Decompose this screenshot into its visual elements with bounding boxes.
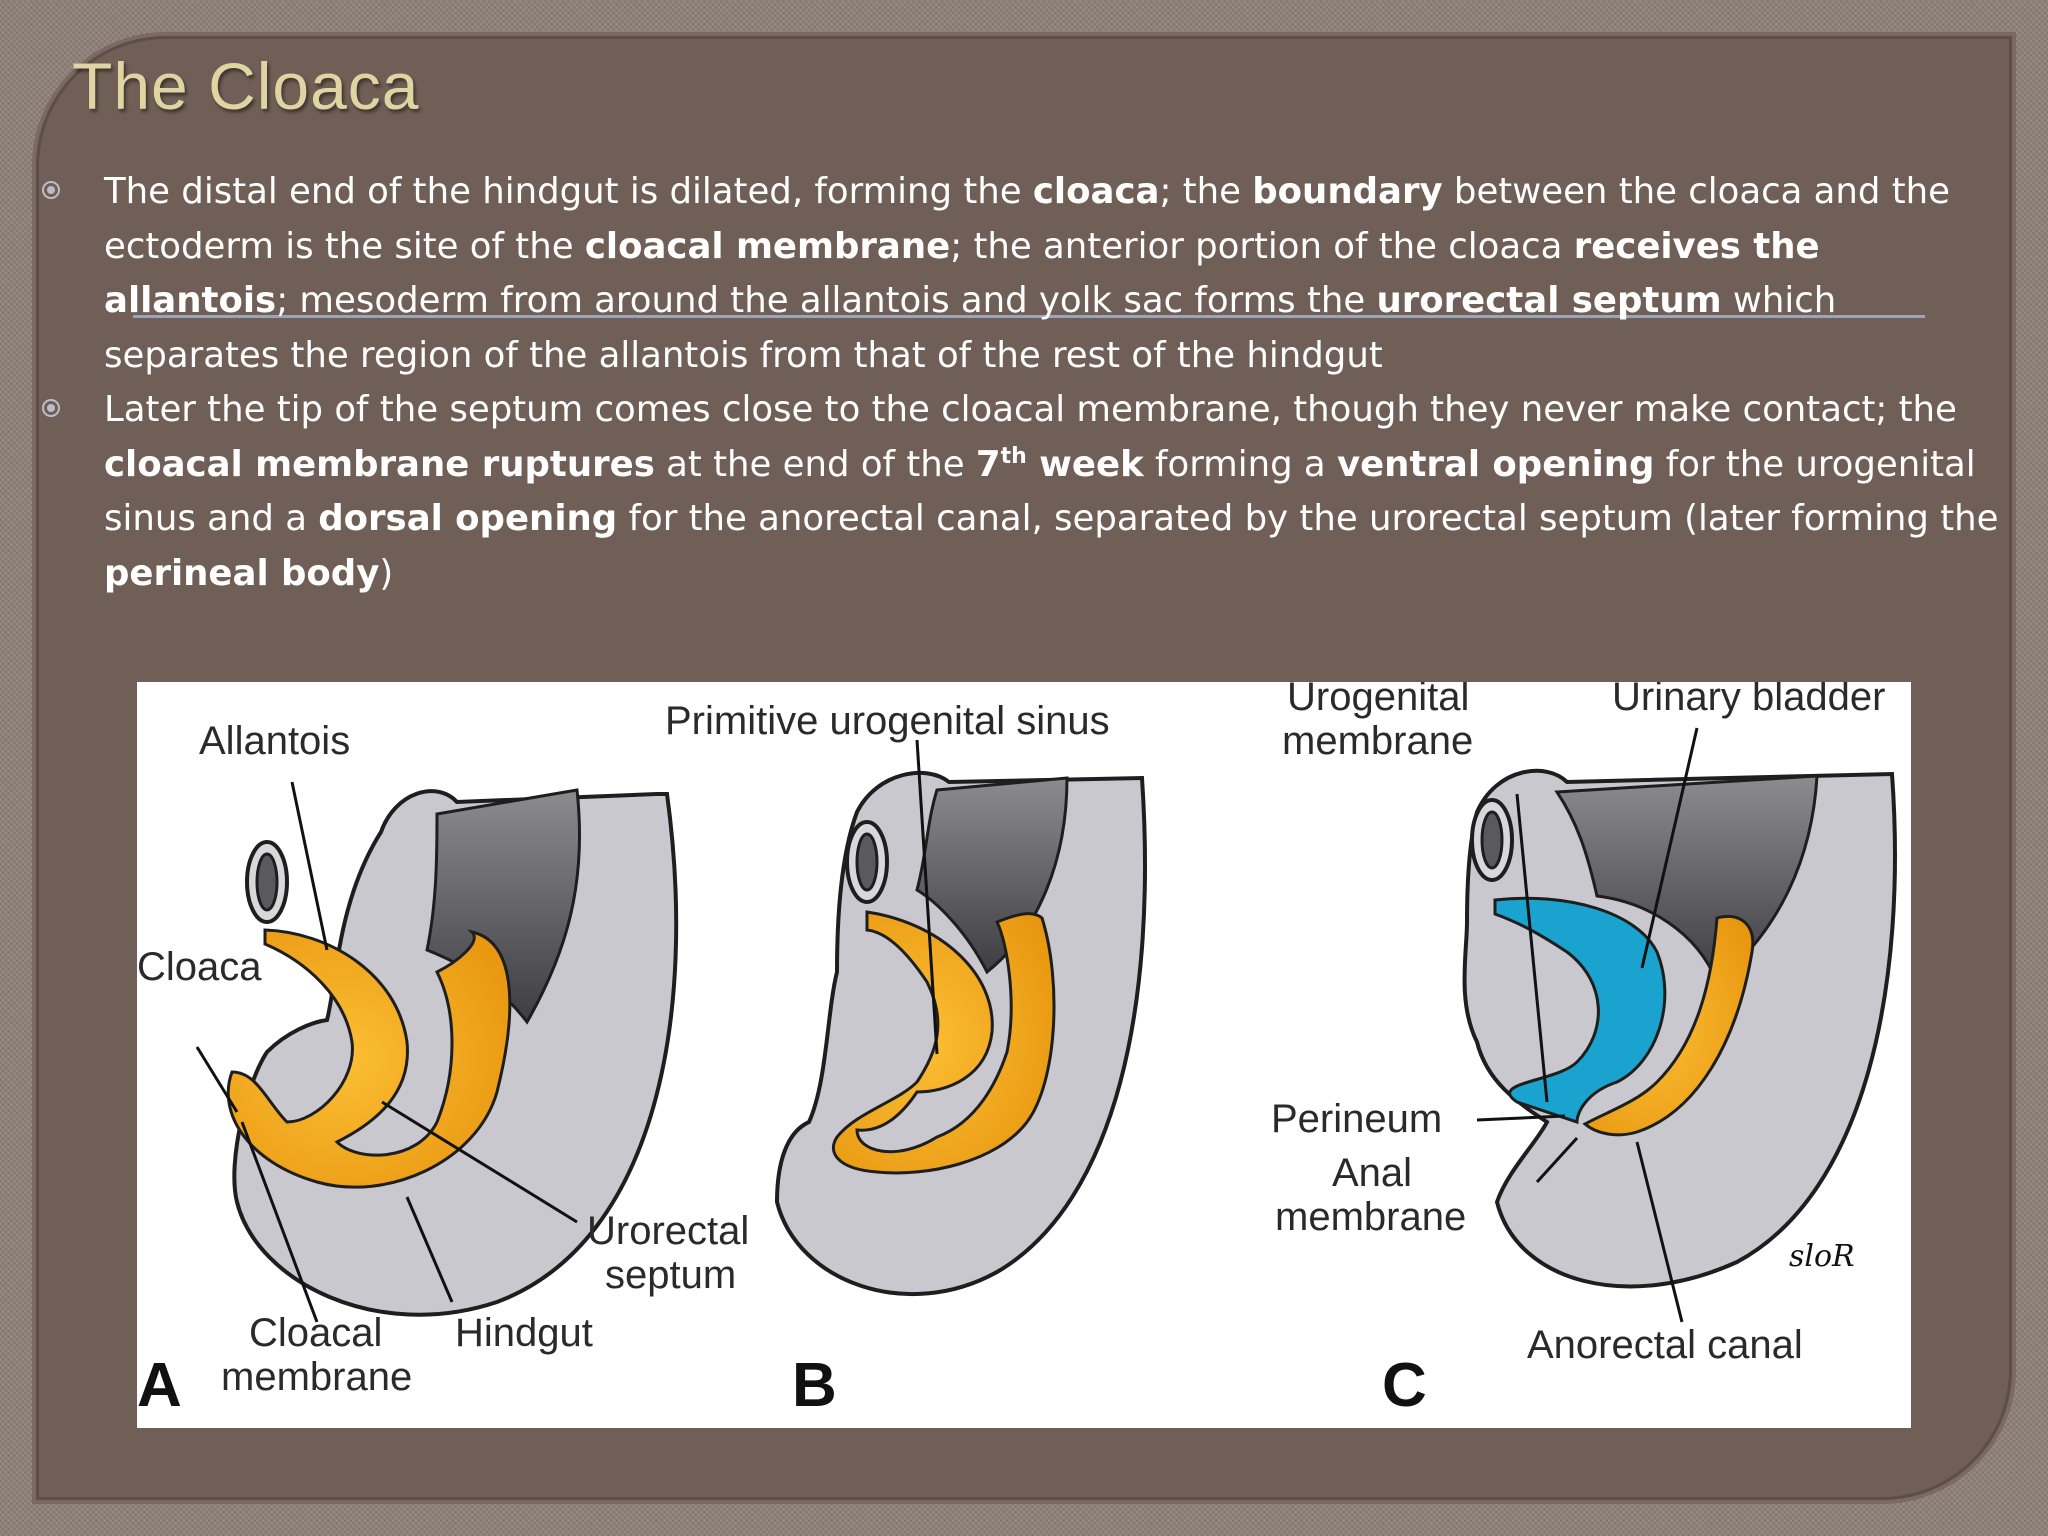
cloaca-diagram-svg: Allantois Cloaca Cloacal membrane Hindgu…	[137, 682, 1897, 1420]
leader-line	[290, 781, 329, 951]
bullet-text-run: for the urogenital sinus and a	[104, 443, 1976, 540]
leader-line	[240, 1121, 319, 1323]
label-hindgut: Hindgut	[455, 1311, 593, 1355]
leader-line	[1635, 1141, 1684, 1323]
bullet-bold-term: 7	[975, 443, 1001, 485]
leader-line	[915, 739, 939, 1055]
leader-line	[1515, 793, 1549, 1103]
bullet-item-2: Later the tip of the septum comes close …	[40, 383, 2000, 601]
label-urinary-bladder: Urinary bladder	[1612, 682, 1885, 719]
bullet-text-run: for the anorectal canal, separated by th…	[617, 498, 1999, 539]
urinary-bladder-c	[1493, 896, 1667, 1125]
circle-bullet-icon	[42, 181, 60, 199]
cloaca-diagram: Allantois Cloaca Cloacal membrane Hindgu…	[137, 682, 1911, 1428]
label-perineum: Perineum	[1271, 1097, 1442, 1141]
label-cloacal-membrane-line2: membrane	[221, 1355, 412, 1399]
label-urogenital-membrane-line1: Urogenital	[1287, 682, 1469, 719]
bullet-text-run: ; the anterior portion of the cloaca	[950, 225, 1574, 267]
bullet-text-run: The distal end of the hindgut is dilated…	[104, 171, 1033, 212]
bullet-bold-term: receives the allantois	[104, 225, 1820, 322]
bullet-bold-term: cloaca	[1032, 171, 1160, 212]
panel-label-a: A	[137, 1351, 182, 1420]
circle-bullet-icon	[42, 399, 60, 417]
label-urorectal-septum-line2: septum	[605, 1253, 736, 1297]
bullet-text-run: ; mesoderm from around the allantois and…	[276, 280, 1377, 321]
bullet-text-run: Later the tip of the septum comes close …	[104, 389, 1957, 430]
leader-line	[405, 1196, 454, 1303]
cloaca-a	[226, 928, 512, 1189]
annotation-underline	[133, 315, 1925, 318]
slide-title: The Cloaca	[72, 49, 420, 123]
label-primitive-urogenital-sinus: Primitive urogenital sinus	[665, 699, 1110, 743]
panel-label-c: C	[1382, 1351, 1427, 1420]
bullet-text-run: between the cloaca and the ectoderm is t…	[104, 171, 1950, 267]
bullet-bold-term: dorsal opening	[318, 498, 618, 539]
panel-c: Urogenital membrane Urinary bladder Peri…	[1271, 682, 1897, 1420]
label-anal-membrane-line1: Anal	[1332, 1151, 1412, 1195]
allantois-opening-b	[855, 832, 879, 892]
label-anal-membrane-line2: membrane	[1275, 1195, 1466, 1239]
label-cloacal-membrane-line1: Cloacal	[249, 1311, 382, 1355]
bullet-text: The distal end of the hindgut is dilated…	[104, 171, 1950, 376]
leader-line	[1476, 1114, 1566, 1122]
bullet-bold-term: boundary	[1252, 171, 1443, 212]
bullet-text: Later the tip of the septum comes close …	[104, 389, 1998, 594]
anorectal-canal-c	[1582, 914, 1755, 1137]
bullet-list: The distal end of the hindgut is dilated…	[40, 165, 2000, 601]
panel-b: Primitive urogenital sinus B	[665, 699, 1147, 1420]
bullet-bold-term: cloacal membrane	[584, 225, 951, 267]
bullet-bold-term: week	[1026, 443, 1144, 485]
bullet-bold-term: urorectal septum	[1376, 280, 1722, 321]
bullet-text-run: ; the	[1159, 171, 1253, 212]
panel-a: Allantois Cloaca Cloacal membrane Hindgu…	[137, 719, 749, 1420]
panel-label-b: B	[792, 1351, 837, 1420]
bullet-bold-term: perineal body	[104, 552, 380, 594]
artist-signature: sloR	[1789, 1239, 1855, 1274]
label-cloaca: Cloaca	[137, 945, 262, 989]
bullet-bold-term: cloacal membrane ruptures	[104, 443, 655, 485]
bullet-text-run: which separates the region of the allant…	[104, 280, 1837, 376]
hindgut-lumen-b	[915, 776, 1069, 975]
label-urogenital-membrane-line2: membrane	[1282, 719, 1473, 763]
bullet-text-run: )	[379, 552, 394, 594]
label-allantois: Allantois	[199, 719, 350, 763]
bullet-text-run: at the end of the	[654, 443, 976, 485]
embryo-body-c	[1462, 768, 1897, 1289]
label-urorectal-septum-line1: Urorectal	[587, 1209, 749, 1253]
bullet-item-1: The distal end of the hindgut is dilated…	[40, 165, 2000, 383]
bullet-text-run: forming a	[1143, 443, 1337, 485]
allantois-opening-c	[1480, 810, 1504, 870]
leader-line	[1535, 1136, 1579, 1184]
leader-line	[381, 1100, 578, 1224]
leader-line	[1640, 727, 1699, 969]
urogenital-sinus-b	[831, 910, 1056, 1175]
allantois-opening-a	[255, 852, 279, 912]
superscript-th: th	[1000, 443, 1027, 469]
leader-line	[195, 1046, 239, 1113]
label-anorectal-canal: Anorectal canal	[1527, 1323, 1803, 1367]
bullet-bold-term: ventral opening	[1336, 443, 1655, 485]
